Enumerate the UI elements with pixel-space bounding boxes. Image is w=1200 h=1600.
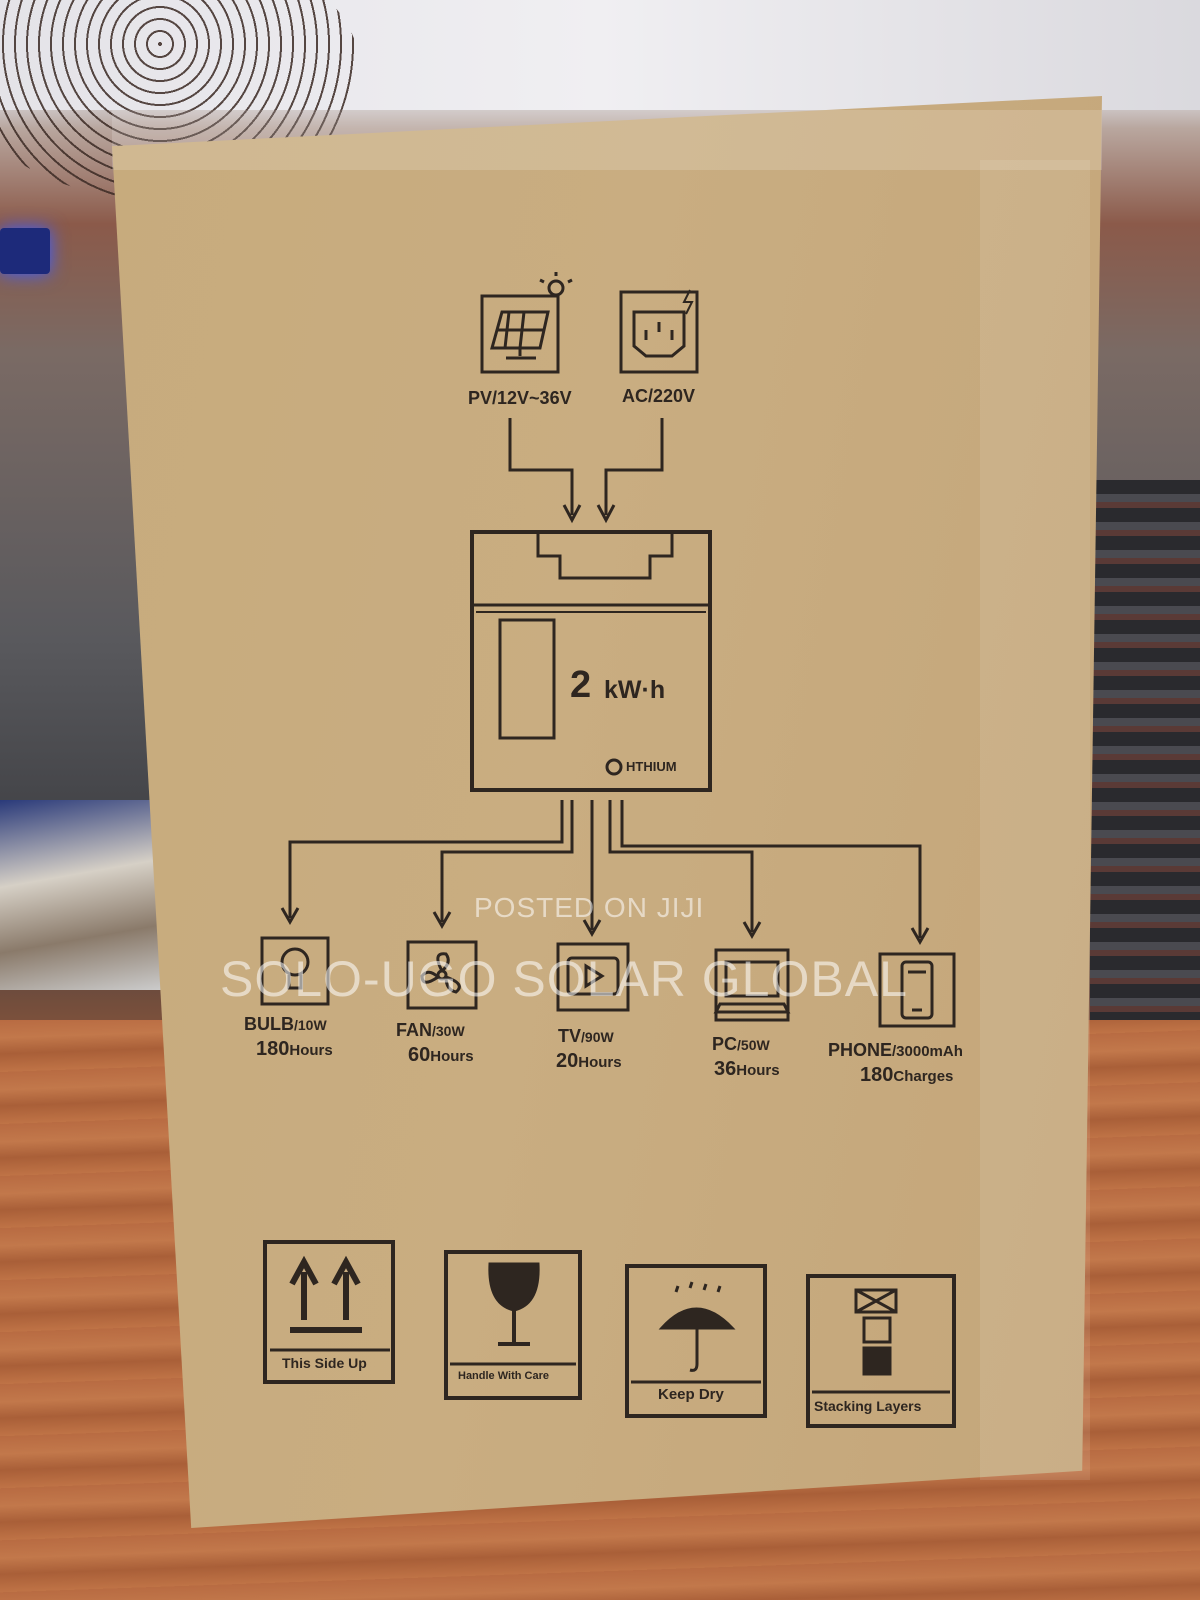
input-arrows [508,418,664,524]
appliance-runtime-unit: Hours [430,1048,474,1065]
appliance-name: PC [712,1034,738,1054]
watermark-seller-name: SOLO-UGO SOLAR GLOBAL [220,951,908,1007]
appliance-runtime: 180 [256,1038,290,1060]
pc-icon [713,948,791,1022]
appliance-runtime-unit: Charges [893,1068,954,1085]
keep-dry-label: Keep Dry [658,1386,724,1403]
power-station-device [470,530,712,792]
brand-name: HTHIUM [626,759,677,774]
cardboard-box [112,96,1102,1528]
packing-tape-top [112,110,1102,170]
appliance-power: /3000mAh [892,1043,963,1060]
keep-dry-icon [625,1264,767,1418]
appliance-runtime: 60 [408,1044,431,1066]
handle-with-care-label: Handle With Care [458,1370,549,1382]
stack-of-papers [0,800,165,990]
stacking-layers-label: Stacking Layers [814,1398,922,1414]
capacity-unit: kW·h [604,676,666,704]
appliance-power: /90W [581,1029,614,1045]
packing-tape-side [980,160,1090,1480]
appliance-name: TV [558,1026,582,1046]
solar-panel-icon [480,272,573,374]
ac-socket-icon [619,289,699,374]
appliance-runtime-unit: Hours [578,1054,622,1071]
fan-icon [406,940,478,1010]
appliance-power: /30W [432,1023,465,1039]
appliance-name: PHONE [828,1040,893,1060]
ac-input-label: AC/220V [622,386,696,406]
appliance-runtime: 20 [556,1050,579,1072]
appliance-name: BULB [244,1014,294,1034]
watermark-posted-on: POSTED ON JIJI [474,892,705,923]
this-side-up-label: This Side Up [282,1355,367,1371]
appliance-power: /50W [737,1037,770,1053]
brand-logo-icon [605,758,623,776]
appliance-runtime: 180 [860,1064,894,1086]
appliance-name: FAN [396,1020,432,1040]
capacity-value: 2 [570,664,592,706]
handle-with-care-icon [444,1250,582,1400]
output-arrows [280,800,930,946]
bulb-icon [260,936,330,1006]
appliance-power: /10W [294,1017,327,1033]
tv-icon [556,942,630,1012]
this-side-up-icon [263,1240,395,1384]
stacking-layers-icon [806,1274,956,1428]
blue-light-device [0,228,50,274]
pv-input-label: PV/12V~36V [468,388,572,408]
appliance-runtime: 36 [714,1058,737,1080]
appliance-runtime-unit: Hours [736,1062,780,1079]
appliance-runtime-unit: Hours [289,1042,333,1059]
phone-icon [878,952,956,1028]
